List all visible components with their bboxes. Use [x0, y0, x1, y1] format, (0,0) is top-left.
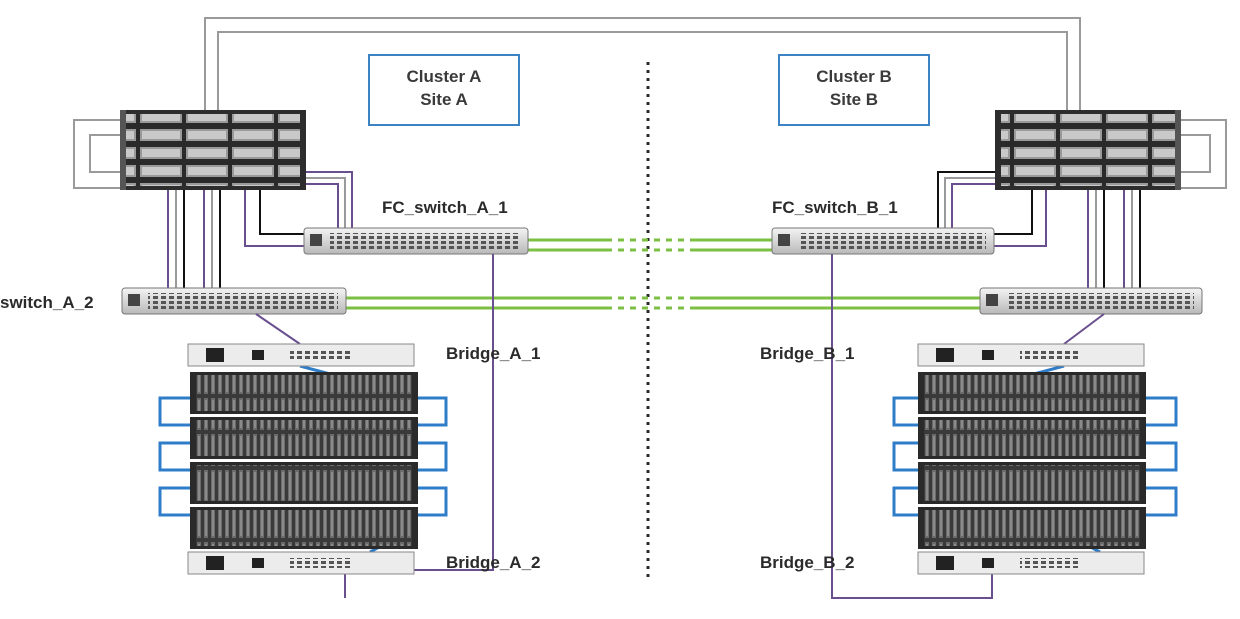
site-a-title: Site A [420, 90, 468, 109]
bridge-a2-label: Bridge_A_2 [446, 553, 541, 572]
isl-links [346, 238, 980, 310]
controller-a-ha-cable [73, 119, 122, 189]
controller-a [120, 110, 306, 190]
sas-loops-a [158, 364, 448, 554]
disk-shelves-a [190, 372, 418, 549]
disk-shelves-b [918, 372, 1146, 549]
controller-a-to-switch-a1-cables [244, 171, 353, 247]
controller-b [995, 110, 1181, 190]
fc-switch-b2 [979, 287, 1203, 315]
cluster-b-title: Cluster B [816, 67, 892, 86]
controller-b-ha-cable [1178, 119, 1227, 189]
controller-b-to-switch-b1-cables [937, 171, 1047, 247]
bridge-a1-label: Bridge_A_1 [446, 344, 541, 363]
fc-switch-a1 [303, 227, 529, 255]
site-b-title: Site B [829, 90, 879, 109]
switch-b1-label: FC_switch_B_1 [772, 198, 898, 217]
bridge-b2-label: Bridge_B_2 [760, 553, 855, 572]
cluster-a-title: Cluster A [406, 67, 482, 86]
fc-switch-a2 [121, 287, 347, 315]
bridge-b1 [917, 343, 1145, 367]
controller-b-to-switch-b2-cables [1087, 190, 1141, 290]
cluster-a-box: Cluster A Site A [368, 54, 520, 126]
bridge-a2 [187, 551, 415, 575]
fc-switch-b1 [771, 227, 995, 255]
sas-loops-b [892, 364, 1178, 554]
cluster-interconnect-cables [204, 17, 1081, 112]
controller-a-to-switch-a2-cables [167, 190, 221, 290]
switch-a2-label: switch_A_2 [0, 293, 94, 312]
bridge-b1-label: Bridge_B_1 [760, 344, 855, 363]
cluster-b-box: Cluster B Site B [778, 54, 930, 126]
switch-a1-label: FC_switch_A_1 [382, 198, 508, 217]
switch-to-bridge-cables [255, 254, 1105, 599]
bridge-b2 [917, 551, 1145, 575]
bridge-a1 [187, 343, 415, 367]
